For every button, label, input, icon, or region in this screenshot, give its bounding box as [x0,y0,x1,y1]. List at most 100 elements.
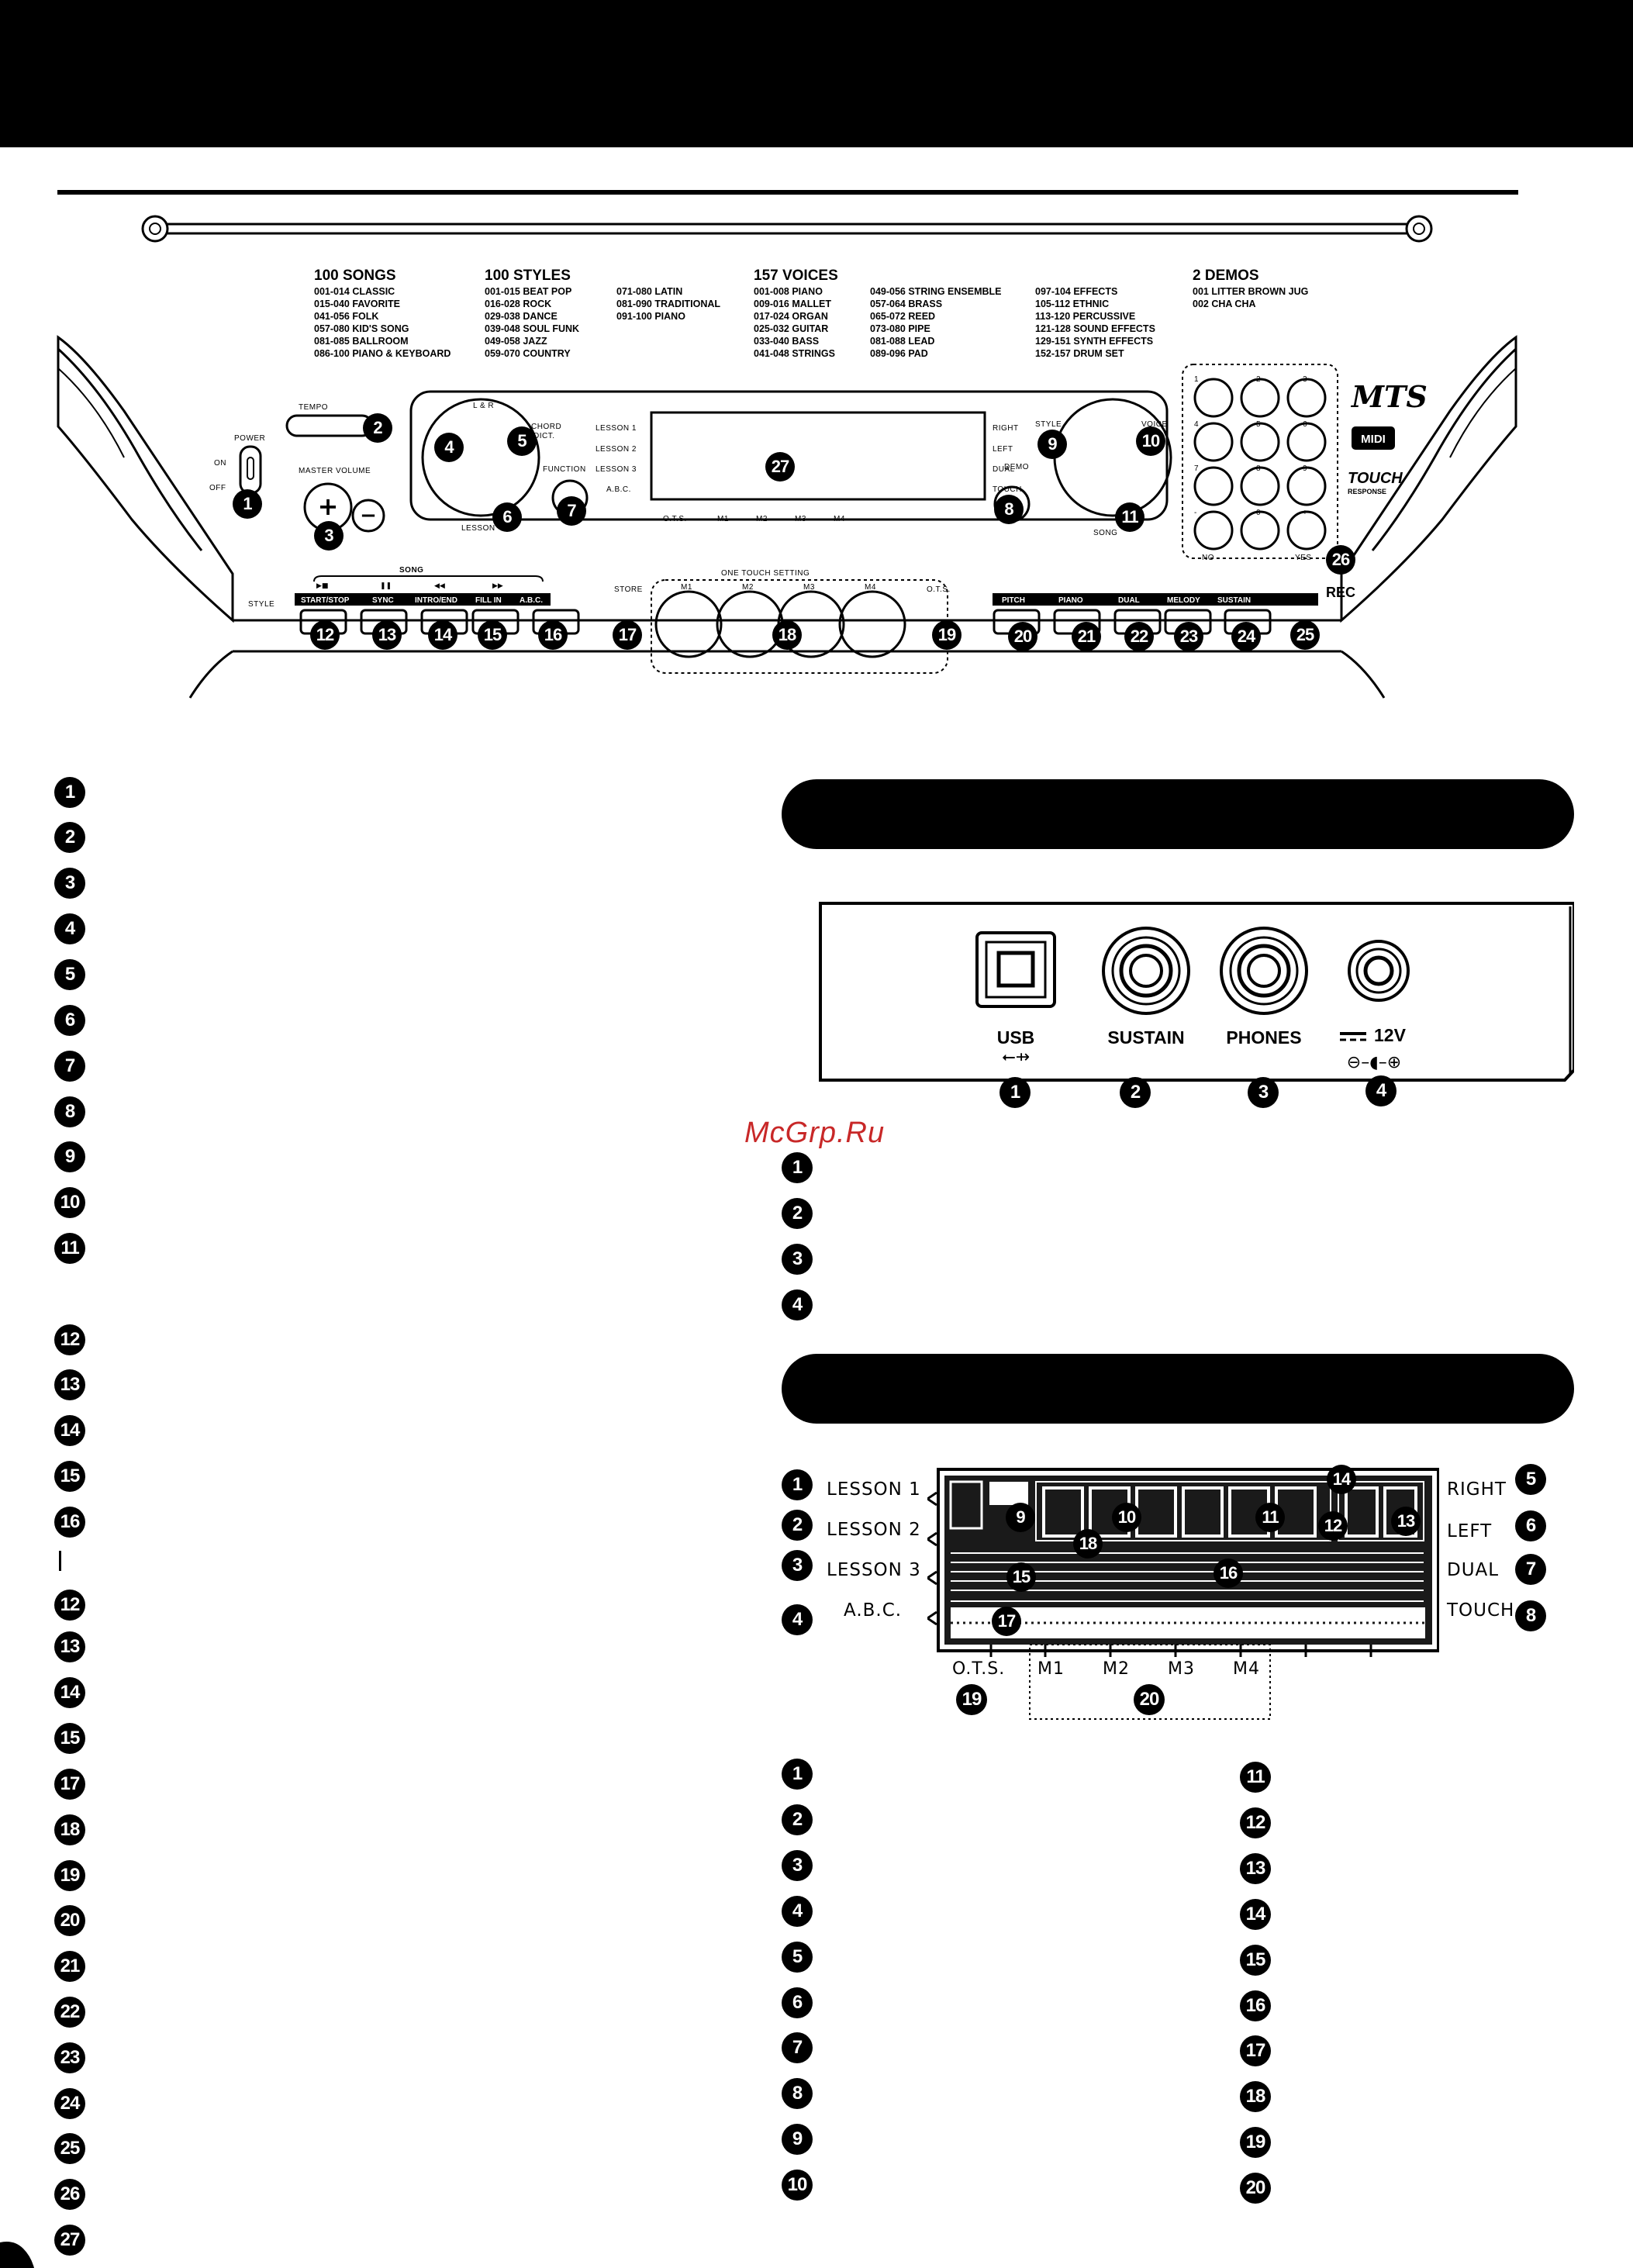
power-switch[interactable] [239,445,262,495]
touch-sub-logo: RESPONSE [1348,488,1386,495]
keypad-key[interactable] [1240,378,1280,418]
list-badge: 6 [782,1987,813,2018]
lcd-callout-badge: 9 [1006,1503,1035,1532]
sustain-jack-label: SUSTAIN [1107,1027,1184,1048]
voice-cat: 001-008 PIANO [754,286,823,297]
power-switch-knob [247,457,254,480]
lcd-callout-badge: 20 [1134,1684,1165,1715]
keypad-key[interactable] [1240,422,1280,462]
style-cat: 001-015 BEAT POP [485,286,571,297]
style-cat: 039-048 SOUL FUNK [485,323,579,334]
abc-label: A.B.C. [520,596,543,605]
m2-button[interactable] [716,590,784,658]
voice-cat: 049-056 STRING ENSEMBLE [870,286,1002,297]
list-badge: 26 [54,2179,85,2210]
lcd-screen [650,411,986,501]
list-badge: 22 [54,1997,85,2028]
list-badge: 19 [1240,2127,1271,2158]
song-dial-label: SONG [1093,529,1117,537]
m1-button[interactable] [654,590,723,658]
keypad-key[interactable] [1286,378,1327,418]
section-rule [57,190,1518,195]
song-cat: 041-056 FOLK [314,311,378,322]
voices-list: 001-008 PIANO 009-016 MALLET 017-024 ORG… [754,286,1155,359]
list-badge: 7 [782,2032,813,2063]
store-label: STORE [614,585,643,594]
lcd-m2-label: M2 [756,515,768,523]
keypad-key[interactable] [1193,510,1234,551]
list-badge: 3 [782,1850,813,1881]
voice-cat: 009-016 MALLET [754,299,831,309]
play-stop-icon: ▶■ [316,582,328,590]
lcd-fig-m4: M4 [1233,1659,1260,1679]
touch-logo: TOUCH [1348,470,1403,487]
callout-badge: 15 [478,620,507,650]
list-badge: 13 [54,1369,85,1400]
lcd-callout-badge: 2 [782,1510,813,1541]
rear-callout-badge: 2 [1120,1077,1151,1108]
callout-badge: 1 [233,489,262,519]
voice-cat: 097-104 EFFECTS [1035,286,1117,297]
callout-badge: 27 [765,452,795,482]
song-cat: 086-100 PIANO & KEYBOARD [314,348,451,359]
keypad-key-label: - [1194,509,1197,517]
phones-jack[interactable] [1220,927,1308,1015]
voice-cat: 105-112 ETHNIC [1035,299,1109,309]
dict-label: DICT. [533,432,555,440]
lcd-right-label: RIGHT [993,424,1019,433]
tempo-label: TEMPO [299,403,328,412]
watermark-text: McGrp.Ru [744,1117,886,1149]
demos-heading: 2 DEMOS [1193,268,1259,284]
callout-badge: 22 [1124,622,1154,651]
keypad-key[interactable] [1286,510,1327,551]
list-badge: 4 [54,913,85,944]
usb-port[interactable] [975,931,1056,1008]
callout-badge: 5 [507,426,537,456]
dc-power-jack[interactable] [1348,940,1410,1002]
keypad-key-label: + [1303,509,1307,517]
volume-down-button[interactable] [351,499,385,533]
list-badge: 2 [782,1804,813,1835]
list-badge: 15 [1240,1945,1271,1976]
callout-badge: 26 [1326,545,1355,575]
lcd-ots-label: O.T.S. [663,515,687,523]
keypad-key[interactable] [1240,466,1280,506]
right-label-strip [993,593,1318,606]
songs-heading: 100 SONGS [314,268,396,284]
ots-label: O.T.S. [927,585,951,594]
style-cat: 016-028 ROCK [485,299,551,309]
callout-badge: 6 [492,502,522,532]
demo-item: 002 CHA CHA [1193,299,1256,309]
lcd-callout-badge: 11 [1255,1503,1285,1532]
style-cat: 081-090 TRADITIONAL [616,299,720,309]
callout-badge: 4 [434,433,464,462]
list-badge: 15 [54,1461,85,1492]
rear-panel-header [782,779,1574,849]
keypad-key[interactable] [1193,466,1234,506]
lcd-fig-m2: M2 [1103,1659,1130,1679]
m4-button[interactable] [838,590,906,658]
keypad-key[interactable] [1193,422,1234,462]
keypad-key[interactable] [1286,466,1327,506]
lcd-header [782,1354,1574,1424]
keypad-frame [1182,364,1338,559]
tempo-slider[interactable] [285,414,374,437]
list-badge: 17 [54,1769,85,1800]
lcd-callout-badge: 17 [992,1607,1021,1636]
keypad-key[interactable] [1240,510,1280,551]
style-cat: 059-070 COUNTRY [485,348,571,359]
callout-badge: 18 [772,620,802,650]
usb-icon: ⭠⇸ [1002,1048,1030,1067]
voice-cat: 073-080 PIPE [870,323,930,334]
list-badge: 27 [54,2225,85,2256]
sustain-jack[interactable] [1102,927,1190,1015]
keypad-key-label: 3 [1303,375,1307,384]
keypad-key[interactable] [1193,378,1234,418]
keypad-key[interactable] [1286,422,1327,462]
voice-cat: 065-072 REED [870,311,935,322]
lcd-lesson1-label: LESSON 1 [596,424,637,433]
separator-tick [59,1551,61,1571]
list-badge: 5 [782,1942,813,1973]
song-cat: 001-014 CLASSIC [314,286,395,297]
callout-badge: 24 [1231,622,1261,651]
